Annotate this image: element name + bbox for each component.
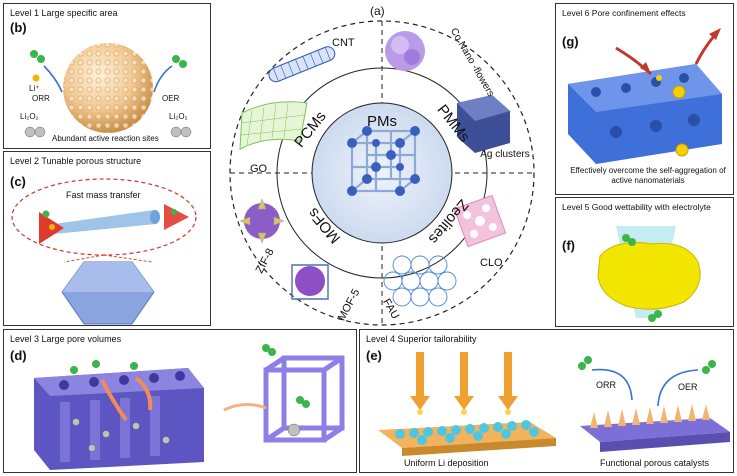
pore-confinement-illustration xyxy=(568,28,722,164)
level4-letter: (e) xyxy=(366,348,382,363)
level4-caption-left: Uniform Li deposition xyxy=(404,458,489,468)
panel-level3: Level 3 Large pore volumes (d) xyxy=(3,329,357,473)
panel-level5: Level 5 Good wettability with electrolyt… xyxy=(555,197,734,327)
item-clo: CLO xyxy=(480,257,503,269)
level1-title: Level 1 Large specific area xyxy=(10,8,118,18)
wettability-illustration xyxy=(597,226,701,322)
item-ag-clusters: Ag clusters xyxy=(480,149,530,160)
level1-li2o2-right: Li₂O₂ xyxy=(169,112,188,121)
level2-title: Level 2 Tunable porous structure xyxy=(10,156,142,166)
level4-orr-label: ORR xyxy=(596,380,616,390)
center-panel: (a) PMs PCMs PMMs Zeolites MOFs CNT Co N… xyxy=(212,3,552,329)
level6-title: Level 6 Pore confinement effects xyxy=(562,8,686,18)
mass-transfer-illustration xyxy=(11,178,197,325)
level4-oer-label: OER xyxy=(678,382,698,392)
porous-sphere-illustration xyxy=(24,43,192,138)
level3-title: Level 3 Large pore volumes xyxy=(10,334,122,344)
level1-li-label: Li⁺ xyxy=(29,84,40,93)
level5-letter: (f) xyxy=(562,238,575,253)
center-letter: (a) xyxy=(370,4,385,18)
item-cnt: CNT xyxy=(332,37,355,49)
level5-title: Level 5 Good wettability with electrolyt… xyxy=(562,202,711,212)
panel-level4: Level 4 Superior tailorability (e) xyxy=(359,329,734,473)
level1-orr-label: ORR xyxy=(32,94,50,103)
panel-level2: Level 2 Tunable porous structure (c) Fas… xyxy=(3,151,211,326)
panel-level6: Level 6 Pore confinement effects (g) Eff… xyxy=(555,3,734,195)
level4-title: Level 4 Superior tailorability xyxy=(366,334,477,344)
level6-letter: (g) xyxy=(562,34,579,49)
level1-caption: Abundant active reaction sites xyxy=(52,134,159,143)
level1-oer-label: OER xyxy=(162,94,180,103)
panel-level1: Level 1 Large specific area (b) Li⁺ ORR xyxy=(3,3,211,149)
level2-letter: (c) xyxy=(10,174,26,189)
materials-wheel xyxy=(229,20,535,326)
level2-caption: Fast mass transfer xyxy=(66,190,141,200)
core-label: PMs xyxy=(367,113,397,130)
level1-letter: (b) xyxy=(10,20,27,35)
level3-letter: (d) xyxy=(10,348,27,363)
level1-li2o2-left: Li₂O₂ xyxy=(20,112,39,121)
level4-caption-right: Functional porous catalysts xyxy=(600,458,710,468)
pore-volume-illustration xyxy=(34,344,345,470)
level6-caption: Effectively overcome the self-aggregatio… xyxy=(570,166,726,185)
tailorability-illustration xyxy=(378,352,730,456)
item-go: GO xyxy=(250,163,268,175)
